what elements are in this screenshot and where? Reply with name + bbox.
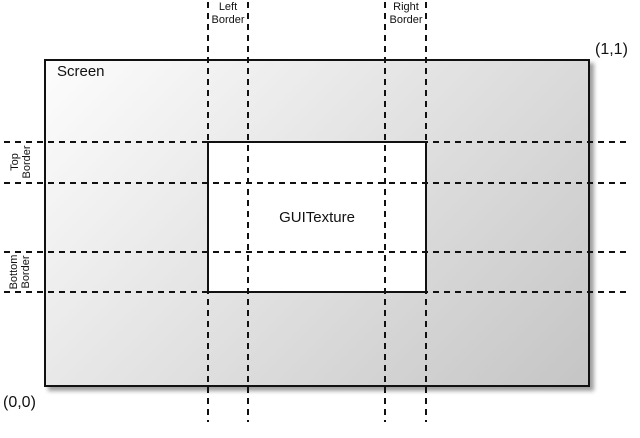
bottom-border-label-line1: Bottom xyxy=(8,254,20,290)
top-border-label-line1: Top xyxy=(9,153,21,171)
right-border-label-line2: Border xyxy=(389,14,423,26)
right-border-line-inner xyxy=(425,2,427,422)
origin-coordinate-label: (0,0) xyxy=(3,394,36,411)
guitexture-rect: GUITexture xyxy=(207,141,427,293)
top-border-line-outer xyxy=(4,182,629,184)
right-border-label: Right Border xyxy=(381,1,431,27)
bottom-border-line-outer xyxy=(4,251,629,253)
right-border-label-line1: Right xyxy=(393,1,419,13)
bottom-border-label-line2: Border xyxy=(20,255,32,289)
right-border-line-outer xyxy=(384,2,386,422)
top-border-line-inner xyxy=(4,141,629,143)
guitexture-label: GUITexture xyxy=(279,208,355,226)
left-border-line-inner xyxy=(207,2,209,422)
left-border-label-line1: Left xyxy=(218,1,238,13)
top-border-label-line2: Border xyxy=(21,145,33,179)
left-border-label-line2: Border xyxy=(211,14,245,26)
bottom-border-line-inner xyxy=(4,291,629,293)
left-border-label: Left Border xyxy=(203,1,253,27)
left-border-line-outer xyxy=(247,2,249,422)
bottom-border-label: Bottom Border xyxy=(8,255,32,290)
top-right-coordinate-label: (1,1) xyxy=(595,41,628,58)
top-border-label: Top Border xyxy=(9,145,33,178)
screen-label: Screen xyxy=(57,63,105,80)
